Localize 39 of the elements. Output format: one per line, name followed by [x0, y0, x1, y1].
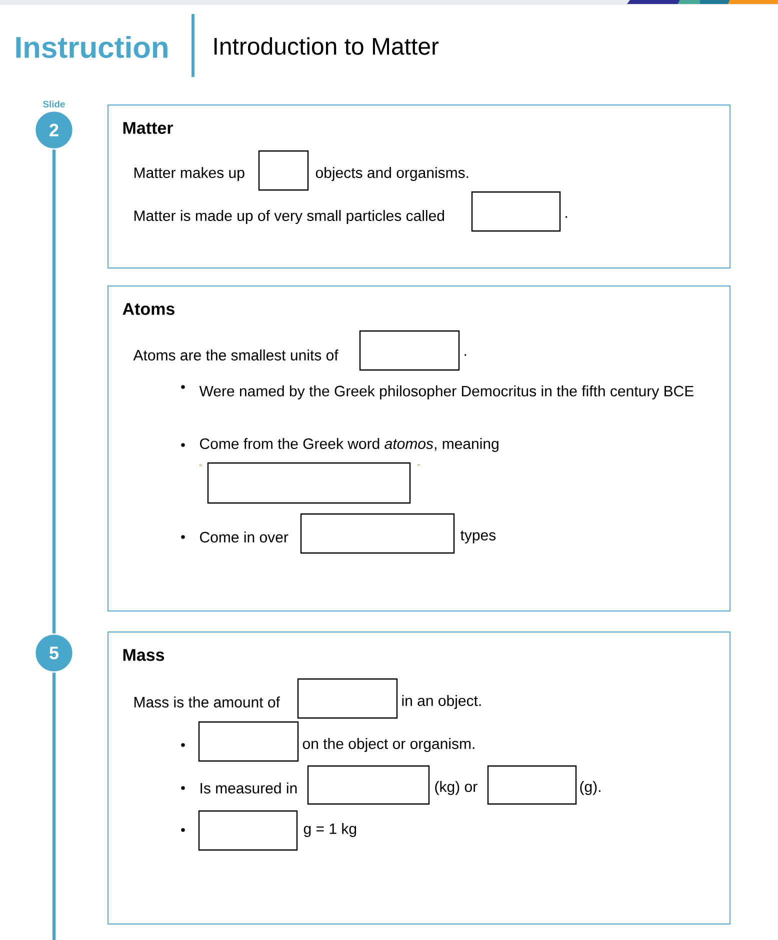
- panel: [107, 104, 731, 269]
- sentence-text: .: [464, 354, 466, 356]
- answer-box: [297, 678, 398, 719]
- answer-box: [307, 765, 430, 805]
- panel: [107, 285, 731, 612]
- sentence-text: objects and organisms.: [316, 167, 468, 181]
- sentence-text: Matter makes up: [134, 167, 244, 181]
- sentence-text: (g).: [580, 781, 600, 795]
- timeline-line: [52, 150, 56, 634]
- answer-box: [471, 191, 561, 232]
- sentence-text: in an object.: [402, 695, 481, 709]
- quote-mark: ”: [418, 464, 420, 466]
- panel-heading: Atoms: [122, 303, 174, 315]
- answer-box: [198, 810, 298, 851]
- answer-box: [300, 513, 455, 554]
- sentence-text: on the object or organism.: [302, 738, 474, 752]
- answer-box: [258, 150, 309, 191]
- sentence-text: Atoms are the smallest units of: [133, 350, 338, 361]
- sentence-text: Is measured in: [200, 782, 297, 794]
- sentence-text: .: [566, 216, 568, 218]
- panel: [107, 631, 731, 925]
- answer-box: [198, 721, 299, 762]
- sentence-text: Matter is made up of very small particles called: [134, 210, 444, 224]
- sentence-text: g = 1 kg: [304, 823, 356, 837]
- bullet-text: Were named by the Greek philosopher Democritus in the fifth century BCE: [199, 385, 694, 400]
- sentence-text: types: [460, 530, 496, 544]
- sentence-text: Mass is the amount of: [134, 696, 280, 708]
- panel-heading: Mass: [123, 649, 164, 661]
- sentence-text: Come from the Greek word atomos, meaning: [200, 438, 498, 452]
- answer-box: [207, 462, 411, 504]
- answer-box: [487, 765, 577, 805]
- sentence-text: Come in over: [200, 532, 288, 543]
- section-label: Instruction: [16, 36, 168, 58]
- title: Introduction to Matter: [214, 37, 439, 55]
- panel-heading: Matter: [123, 122, 173, 134]
- quote-mark: “: [200, 464, 202, 466]
- answer-box: [359, 330, 460, 371]
- sentence-text: (kg) or: [435, 781, 478, 795]
- slide-label: Slide: [43, 100, 65, 108]
